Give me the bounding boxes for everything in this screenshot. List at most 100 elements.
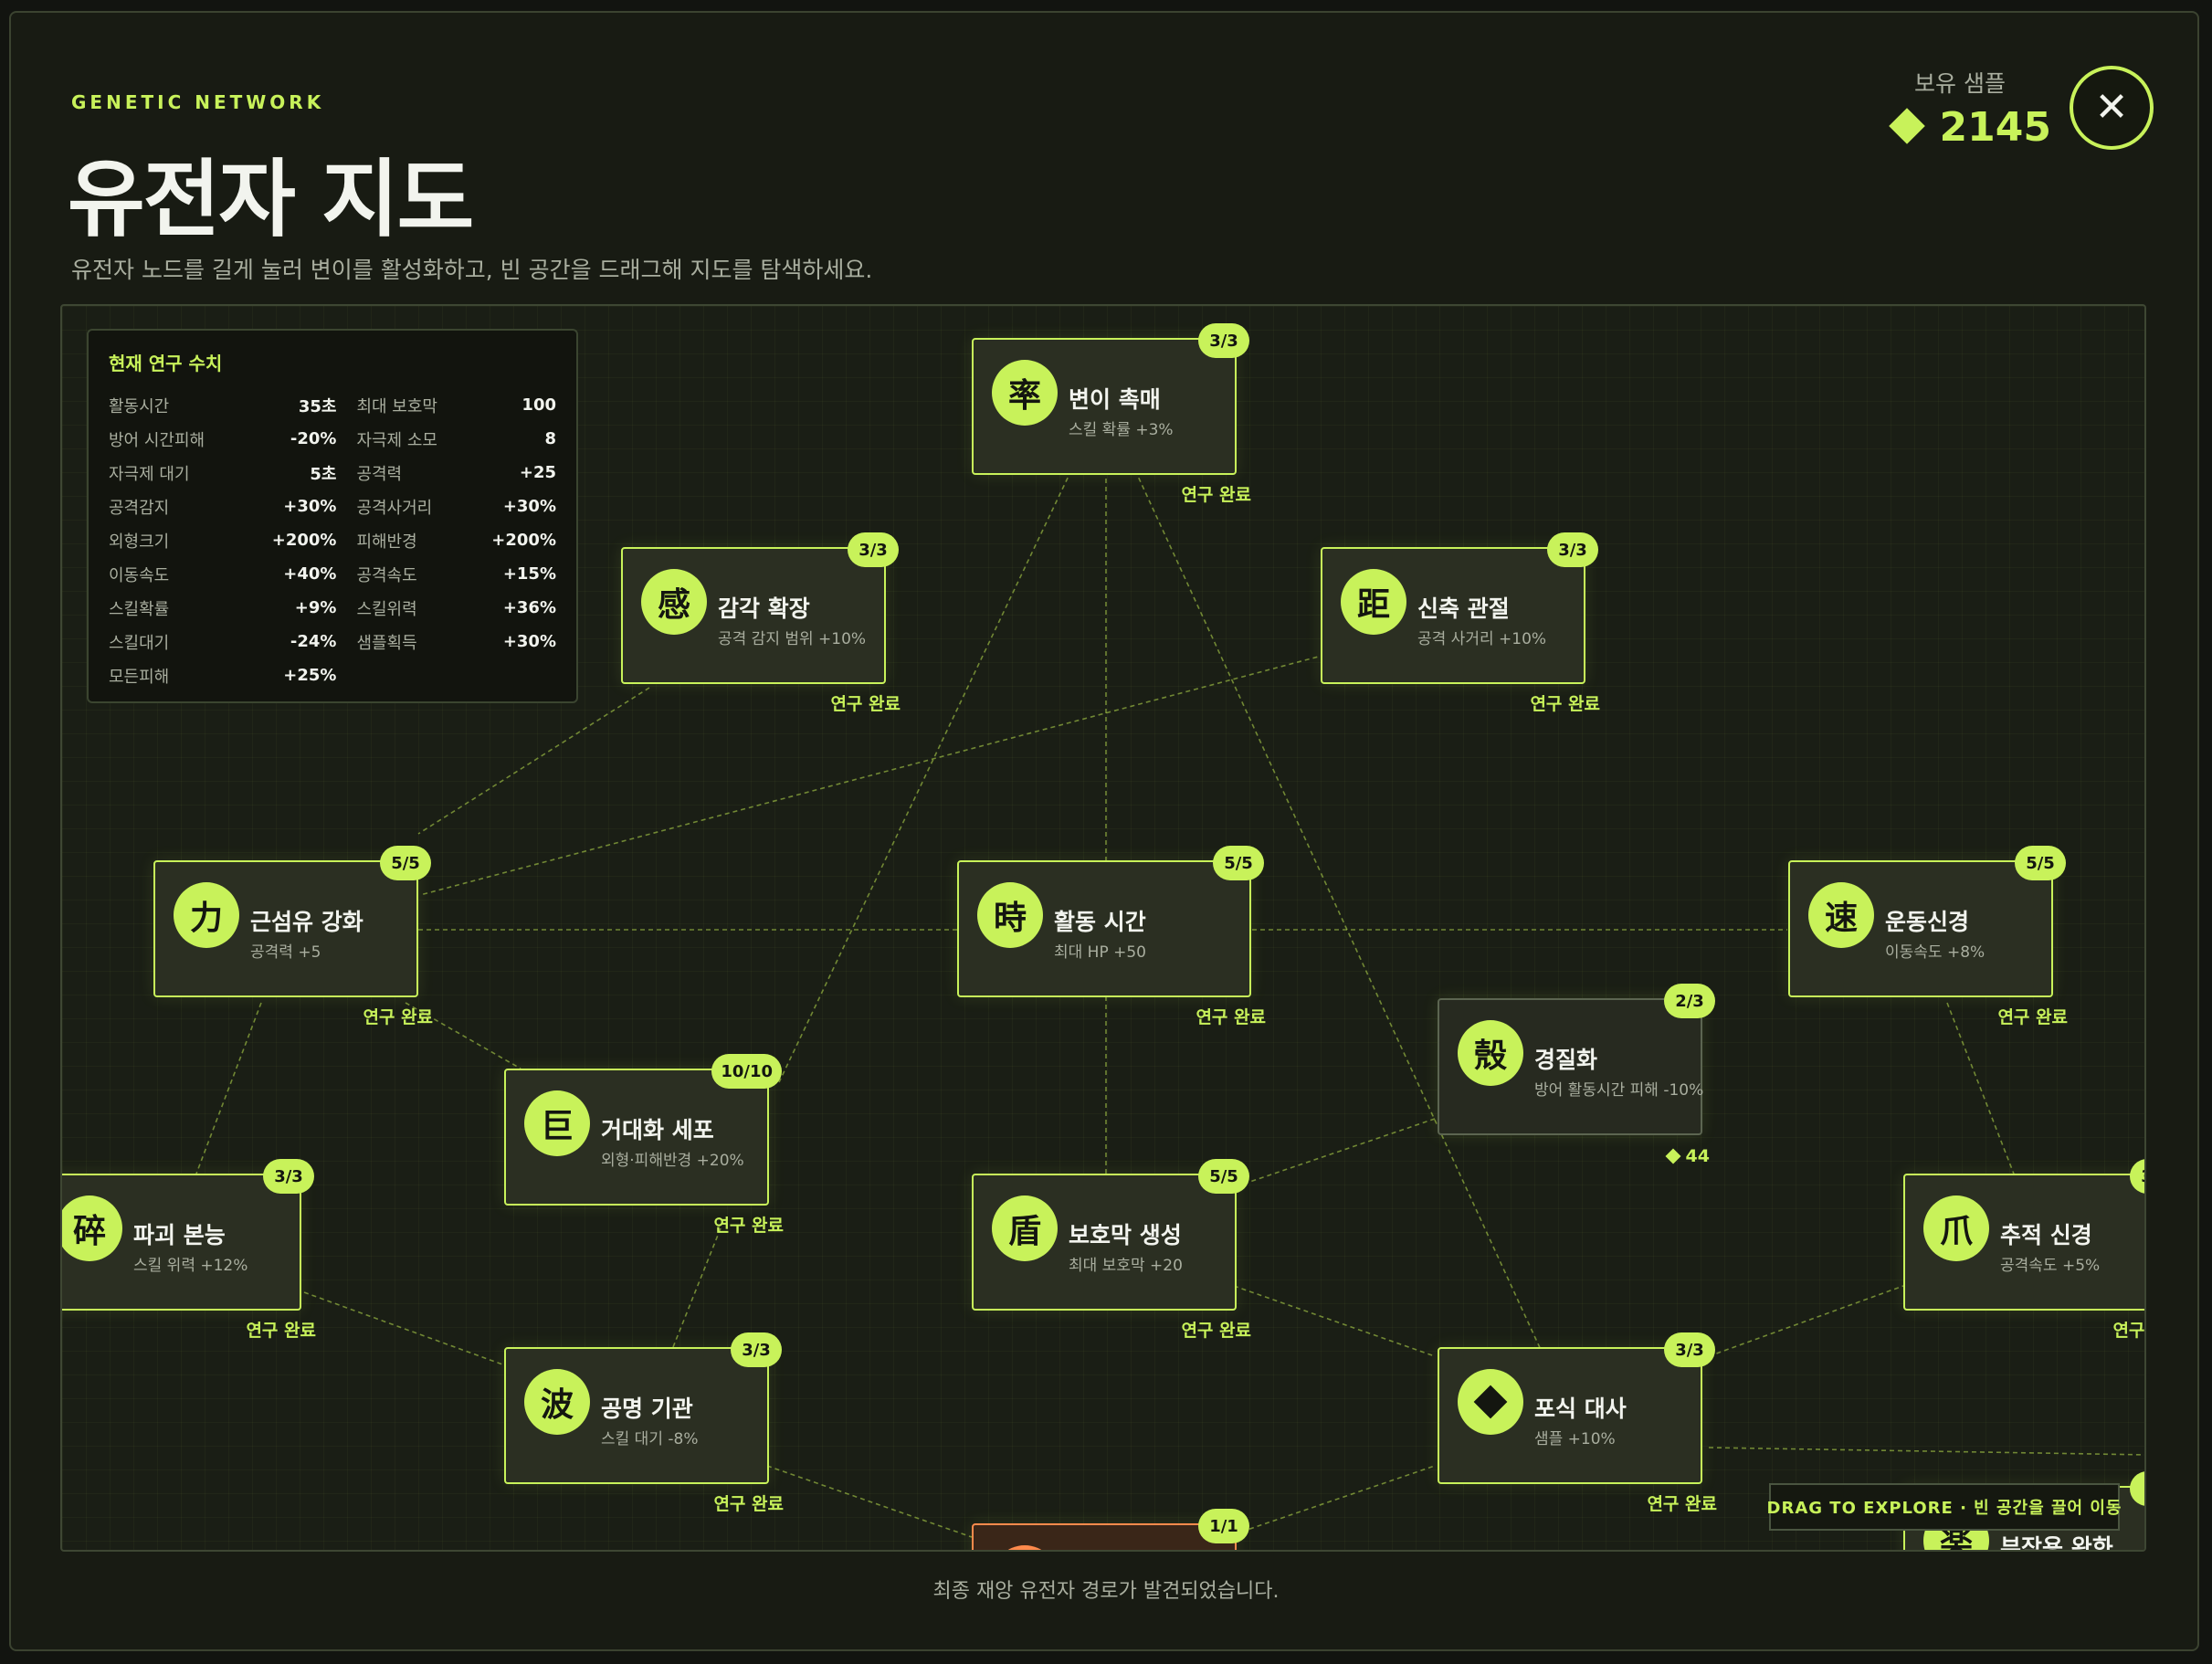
samples-value: 2145 <box>1939 104 2051 151</box>
level-badge: 3/3 <box>1547 532 1598 567</box>
status-label: 연구 완료 <box>363 1007 433 1027</box>
stat-label: 외형크기 <box>109 532 170 552</box>
gene-node-muscle-fiber[interactable]: 力 근섬유 강화 공격력 +5 5/5 연구 완료 <box>153 846 433 1027</box>
stats-row: 이동속도+40%공격속도+15% <box>109 557 556 591</box>
link-line <box>303 1291 506 1366</box>
node-desc: 이동속도 +8% <box>1885 943 1986 962</box>
node-desc: 공격 사거리 +10% <box>1417 630 1547 648</box>
level-badge: 5/5 <box>1198 1159 1249 1194</box>
stat-label: 샘플획득 <box>356 633 417 653</box>
samples-counter: 2145 <box>1888 104 2051 151</box>
stat-value: +9% <box>294 598 337 617</box>
node-name: 추적 신경 <box>2000 1222 2092 1248</box>
gene-node-active-time[interactable]: 時 활동 시간 최대 HP +50 5/5 연구 완료 <box>957 846 1266 1027</box>
close-button[interactable]: ✕ <box>2070 66 2154 150</box>
close-icon: ✕ <box>2094 84 2129 131</box>
gene-node-predation[interactable]: 포식 대사 샘플 +10% 3/3 연구 완료 <box>1438 1332 1717 1514</box>
gene-node-elastic-joint[interactable]: 距 신축 관절 공격 사거리 +10% 3/3 연구 완료 <box>1321 532 1600 714</box>
stat-value: 35초 <box>298 396 337 416</box>
node-name: 감각 확장 <box>718 595 810 622</box>
level-badge: 3/3 <box>1664 1332 1715 1367</box>
status-label: 연구 완료 <box>1530 694 1600 714</box>
stats-row: 스킬대기-24%샘플획득+30% <box>109 625 556 658</box>
gene-node-final[interactable]: 1/1 <box>972 1509 1249 1550</box>
gene-node-destruction[interactable]: 碎 파괴 본능 스킬 위력 +12% 3/3 연구 완료 <box>62 1159 316 1341</box>
connection-lines <box>193 469 2144 1538</box>
gene-node-motor-nerve[interactable]: 速 운동신경 이동속도 +8% 5/5 연구 완료 <box>1788 846 2068 1027</box>
node-desc: 스킬 확률 +3% <box>1069 421 1174 439</box>
link-line <box>193 1002 262 1182</box>
node-desc: 방어 활동시간 피해 -10% <box>1534 1081 1704 1100</box>
sample-cost: 44 <box>1665 1146 1710 1166</box>
stat-value: 100 <box>521 395 556 415</box>
status-label: 연구 완료 <box>2112 1321 2145 1341</box>
level-badge: 3 <box>2130 1471 2144 1506</box>
link-line <box>1134 469 1543 1353</box>
status-label: 연구 완료 <box>1196 1007 1266 1027</box>
stat-value: +30% <box>283 497 337 516</box>
stat-label: 자극제 대기 <box>109 464 190 484</box>
shatter-icon: 碎 <box>62 1195 122 1261</box>
node-name: 근섬유 강화 <box>250 909 363 935</box>
node-desc: 샘플 +10% <box>1534 1430 1616 1448</box>
level-badge: 5/5 <box>1213 846 1264 880</box>
stat-label: 피해반경 <box>356 532 417 552</box>
gene-node-mutation-catalyst[interactable]: 率 변이 촉매 스킬 확률 +3% 3/3 연구 완료 <box>972 323 1251 505</box>
status-label: 연구 완료 <box>713 1216 784 1236</box>
diamond-icon <box>1458 1369 1523 1435</box>
gene-node-sense-expand[interactable]: 感 감각 확장 공격 감지 범위 +10% 3/3 연구 완료 <box>621 532 901 714</box>
stat-label: 공격사거리 <box>356 498 433 518</box>
shell-icon: 殼 <box>1458 1020 1523 1086</box>
gene-node-giant-cell[interactable]: 巨 거대화 세포 외형·피해반경 +20% 10/10 연구 완료 <box>504 1054 784 1236</box>
status-label: 연구 완료 <box>1181 485 1251 505</box>
status-label: 연구 완료 <box>1997 1007 2068 1027</box>
claw-icon: 爪 <box>1923 1195 1989 1261</box>
drag-hint: DRAG TO EXPLORE · 빈 공간을 끌어 이동 <box>1767 1483 2121 1531</box>
status-label: 연구 완료 <box>1647 1494 1717 1514</box>
gene-node-tracking-nerve[interactable]: 爪 추적 신경 공격속도 +5% 3/3 연구 완료 <box>1903 1159 2144 1341</box>
stat-value: +30% <box>502 632 556 651</box>
gene-node-hardening[interactable]: 殼 경질화 방어 활동시간 피해 -10% 2/3 44 <box>1438 984 1715 1166</box>
strength-icon: 力 <box>174 882 239 948</box>
stat-value: 8 <box>544 429 556 448</box>
stat-value: +25 <box>519 463 556 482</box>
level-badge: 3/3 <box>1198 323 1249 358</box>
level-badge: 3/3 <box>731 1332 782 1367</box>
stat-label: 활동시간 <box>109 396 170 416</box>
link-line <box>778 469 1072 1083</box>
link-line <box>1946 1002 2017 1182</box>
node-desc: 외형·피해반경 +20% <box>601 1152 744 1170</box>
link-line <box>1708 1447 2144 1456</box>
node-desc: 스킬 위력 +12% <box>133 1257 248 1275</box>
sense-icon: 感 <box>641 569 707 635</box>
node-name: 공명 기관 <box>601 1395 693 1422</box>
stats-title: 현재 연구 수치 <box>109 353 223 374</box>
gene-node-resonance[interactable]: 波 공명 기관 스킬 대기 -8% 3/3 연구 완료 <box>504 1332 784 1514</box>
link-line <box>1708 1285 1904 1357</box>
link-line <box>1233 1465 1436 1535</box>
stat-label <box>356 658 468 692</box>
level-badge: 10/10 <box>711 1054 782 1089</box>
node-name: 부작용 완화 <box>2000 1534 2113 1552</box>
giant-icon: 巨 <box>524 1090 590 1156</box>
stat-value: -24% <box>290 632 337 651</box>
link-line <box>766 1465 973 1538</box>
stat-label: 스킬위력 <box>356 599 417 619</box>
stats-row: 스킬확률+9%스킬위력+36% <box>109 591 556 625</box>
gene-node-shield-gen[interactable]: 盾 보호막 생성 최대 보호막 +20 5/5 연구 완료 <box>972 1159 1251 1341</box>
node-name: 포식 대사 <box>1534 1395 1627 1422</box>
sample-diamond-icon <box>1888 108 1925 144</box>
node-desc: 공격속도 +5% <box>2000 1257 2101 1275</box>
speed-icon: 速 <box>1808 882 1874 948</box>
catalyst-icon: 率 <box>992 360 1058 426</box>
link-line <box>1233 1118 1436 1188</box>
stat-value <box>468 658 556 692</box>
page-subtitle: 유전자 노드를 길게 눌러 변이를 활성화하고, 빈 공간을 드래그해 지도를 … <box>71 257 873 283</box>
stats-row: 외형크기+200%피해반경+200% <box>109 523 556 557</box>
stat-value: +25% <box>283 666 337 685</box>
node-name: 보호막 생성 <box>1069 1222 1182 1248</box>
